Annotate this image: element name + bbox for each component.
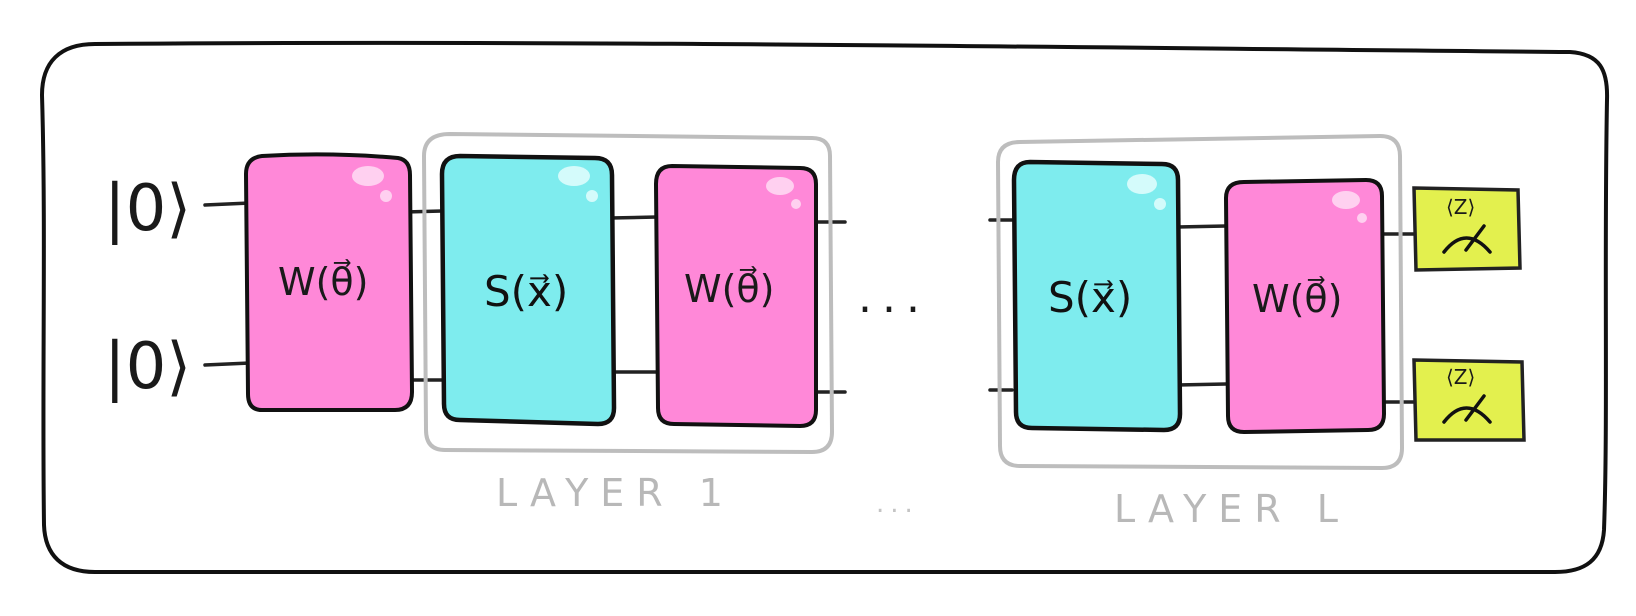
measurement-2: ⟨Z⟩ <box>1412 358 1526 442</box>
gate-w-2: W(θ⃗) <box>653 163 818 429</box>
input-ket-2: |0⟩ <box>104 330 191 404</box>
outer-frame <box>39 40 1610 575</box>
gate-w-1-label: W(θ⃗) <box>278 259 368 304</box>
layer-l-box <box>995 133 1405 471</box>
measurement-2-label: ⟨Z⟩ <box>1446 365 1475 389</box>
measurement-1-label: ⟨Z⟩ <box>1446 195 1475 219</box>
gate-w-3: W(θ⃗) <box>1223 177 1387 435</box>
gate-s-2-label: S(x⃗) <box>1048 273 1132 322</box>
gate-s-2: S(x⃗) <box>1011 159 1183 433</box>
gate-w-2-label: W(θ⃗) <box>684 266 774 311</box>
layer-1-box <box>421 131 835 455</box>
caption-ellipsis: ... <box>876 489 919 519</box>
gate-s-1-label: S(x⃗) <box>484 267 568 316</box>
layer-1-caption: LAYER 1 <box>496 471 735 515</box>
input-ket-1: |0⟩ <box>104 172 191 246</box>
gate-w-3-label: W(θ⃗) <box>1252 276 1342 321</box>
meter-icon <box>1442 224 1492 254</box>
meter-icon <box>1442 394 1492 424</box>
layer-l-caption: LAYER L <box>1114 487 1350 531</box>
middle-ellipsis: ... <box>858 272 930 323</box>
gate-w-1: W(θ⃗) <box>243 152 415 412</box>
gate-s-1: S(x⃗) <box>439 153 617 427</box>
measurement-1: ⟨Z⟩ <box>1412 186 1522 272</box>
